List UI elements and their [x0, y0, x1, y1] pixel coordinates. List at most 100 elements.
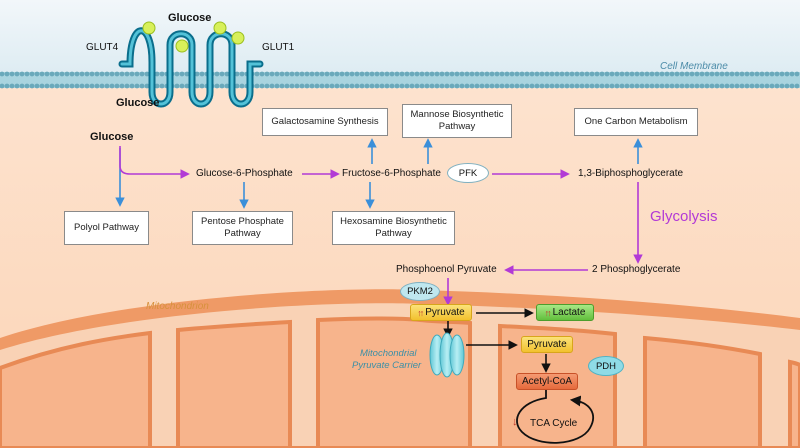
phospholipid-head — [689, 71, 695, 77]
phospholipid-head — [454, 83, 460, 89]
phospholipid-head — [309, 83, 315, 89]
phospholipid-head — [614, 71, 620, 77]
phospholipid-head — [49, 71, 55, 77]
phospholipid-head — [704, 71, 710, 77]
phospholipid-head — [139, 71, 145, 77]
phospholipid-head — [454, 71, 460, 77]
phospholipid-head — [514, 83, 520, 89]
phospholipid-head — [774, 71, 780, 77]
phospholipid-head — [269, 83, 275, 89]
phospholipid-head — [489, 83, 495, 89]
phospholipid-head — [289, 83, 295, 89]
phospholipid-head — [709, 71, 715, 77]
phospholipid-head — [159, 71, 165, 77]
phospholipid-head — [639, 83, 645, 89]
phospholipid-head — [159, 83, 165, 89]
phospholipid-head — [789, 71, 795, 77]
phospholipid-head — [304, 71, 310, 77]
phospholipid-head — [594, 83, 600, 89]
phospholipid-head — [654, 71, 660, 77]
phospholipid-head — [399, 71, 405, 77]
phospholipid-head — [659, 71, 665, 77]
phospholipid-head — [584, 83, 590, 89]
phospholipid-head — [509, 71, 515, 77]
phospholipid-head — [264, 71, 270, 77]
phospholipid-head — [564, 83, 570, 89]
pyruvate-cytosol: ↑↑ Pyruvate — [410, 304, 472, 321]
phospholipid-head — [479, 71, 485, 77]
phospholipid-head — [24, 71, 30, 77]
phospholipid-head — [779, 71, 785, 77]
glucose-inside-label: Glucose — [116, 97, 160, 109]
phospholipid-head — [119, 83, 125, 89]
phospholipid-head — [644, 71, 650, 77]
mannose-label-line2: Pathway — [438, 121, 476, 132]
phospholipid-head — [534, 71, 540, 77]
phospholipid-head — [734, 71, 740, 77]
phospholipid-head — [714, 83, 720, 89]
phospholipid-head — [294, 71, 300, 77]
phospholipid-head — [429, 83, 435, 89]
phospholipid-head — [334, 83, 340, 89]
phospholipid-head — [619, 83, 625, 89]
phospholipid-head — [124, 71, 130, 77]
carrier-label-line2: Pyruvate Carrier — [352, 360, 422, 371]
phospholipid-head — [264, 83, 270, 89]
phospholipid-head — [394, 83, 400, 89]
phospholipid-head — [364, 83, 370, 89]
phospholipid-head — [674, 83, 680, 89]
phospholipid-head — [599, 83, 605, 89]
bpg-label: 1,3-Biphosphoglycerate — [578, 168, 684, 179]
phospholipid-head — [59, 83, 65, 89]
glucose-molecule — [142, 21, 156, 35]
phospholipid-head — [669, 71, 675, 77]
phospholipid-head — [719, 71, 725, 77]
phospholipid-head — [664, 71, 670, 77]
phospholipid-head — [384, 71, 390, 77]
phospholipid-head — [644, 83, 650, 89]
increase-arrows: ↑↑ — [417, 307, 424, 318]
phospholipid-head — [794, 71, 800, 77]
phospholipid-head — [579, 71, 585, 77]
phospholipid-head — [784, 71, 790, 77]
phospholipid-head — [134, 71, 140, 77]
phospholipid-head — [544, 83, 550, 89]
phospholipid-head — [434, 71, 440, 77]
phospholipid-head — [444, 83, 450, 89]
phospholipid-head — [314, 71, 320, 77]
polyol-pathway-box: Polyol Pathway — [64, 211, 149, 245]
phospholipid-head — [759, 83, 765, 89]
phospholipid-head — [254, 71, 260, 77]
phospholipid-head — [199, 71, 205, 77]
phospholipid-head — [174, 71, 180, 77]
phospholipid-head — [659, 83, 665, 89]
pentose-label-line2: Pathway — [224, 228, 261, 239]
phospholipid-head — [714, 71, 720, 77]
phospholipid-head — [729, 71, 735, 77]
phospholipid-head — [569, 83, 575, 89]
phospholipid-head — [784, 83, 790, 89]
phospholipid-head — [239, 71, 245, 77]
hexosamine-label-line1: Hexosamine Biosynthetic — [340, 216, 447, 228]
phospholipid-head — [329, 71, 335, 77]
phospholipid-head — [684, 71, 690, 77]
phospholipid-head — [484, 83, 490, 89]
phospholipid-head — [139, 83, 145, 89]
phospholipid-head — [359, 83, 365, 89]
phospholipid-head — [314, 83, 320, 89]
phospholipid-head — [339, 71, 345, 77]
phospholipid-head — [689, 83, 695, 89]
phospholipid-head — [529, 83, 535, 89]
carrier-label-line1: Mitochondrial — [360, 348, 417, 359]
phospholipid-head — [274, 83, 280, 89]
phospholipid-head — [184, 71, 190, 77]
phospholipid-head — [554, 71, 560, 77]
phospholipid-head — [144, 83, 150, 89]
phospholipid-head — [739, 83, 745, 89]
phospholipid-head — [394, 71, 400, 77]
phospholipid-head — [464, 83, 470, 89]
phospholipid-head — [619, 71, 625, 77]
phospholipid-head — [369, 83, 375, 89]
phospholipid-head — [284, 71, 290, 77]
increase-arrows: ↑↑ — [544, 307, 552, 318]
